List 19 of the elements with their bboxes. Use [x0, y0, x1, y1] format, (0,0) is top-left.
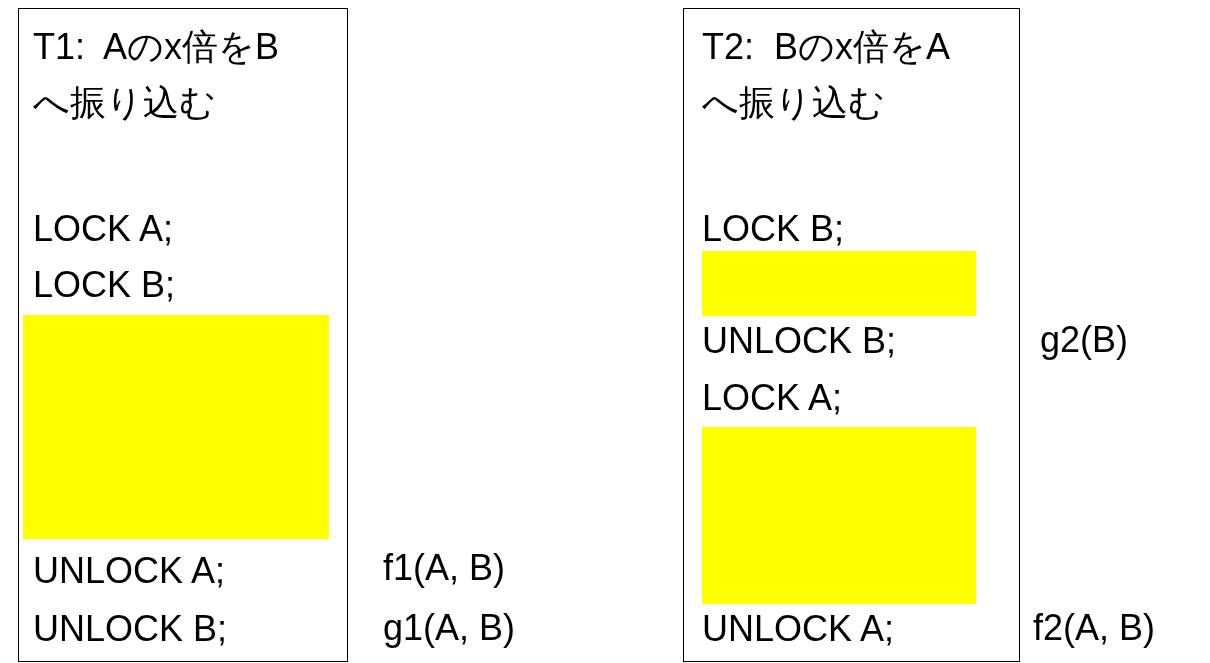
highlight-block: [702, 251, 976, 316]
transaction-box: [18, 8, 348, 662]
function-label: f2(A, B): [1033, 606, 1156, 649]
statement-text: UNLOCK A;: [702, 607, 895, 650]
highlight-block: [702, 427, 976, 604]
function-label: g1(A, B): [383, 606, 516, 649]
transaction-box: [683, 8, 1020, 662]
highlight-block: [23, 315, 329, 539]
statement-text: LOCK B;: [33, 263, 176, 306]
statement-text: LOCK A;: [702, 376, 843, 419]
statement-text: LOCK A;: [33, 207, 174, 250]
transaction-heading: T1: Aのx倍をBへ振り込む: [33, 25, 281, 125]
function-label: f1(A, B): [383, 546, 506, 589]
statement-text: UNLOCK B;: [702, 319, 897, 362]
statement-text: UNLOCK B;: [33, 607, 228, 650]
function-label: g2(B): [1040, 318, 1129, 361]
transaction-heading: T2: Bのx倍をAへ振り込む: [702, 25, 952, 125]
statement-text: UNLOCK A;: [33, 549, 226, 592]
statement-text: LOCK B;: [702, 207, 845, 250]
